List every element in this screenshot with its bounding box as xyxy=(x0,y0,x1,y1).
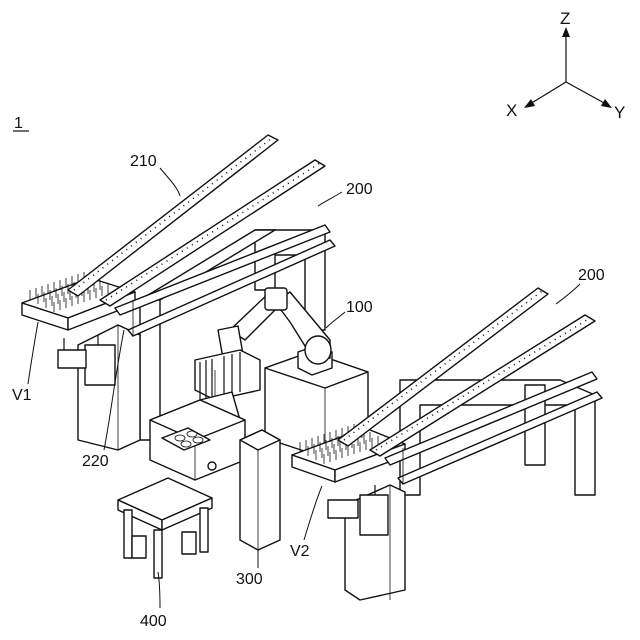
rack-unit-right xyxy=(292,288,602,600)
label-rail-210: 210 xyxy=(130,153,157,170)
label-rack-frame-220: 220 xyxy=(82,453,109,470)
work-table-300 xyxy=(150,400,280,550)
axis-z-label: Z xyxy=(560,9,570,28)
label-rack-unit-left-200: 200 xyxy=(346,181,373,198)
figure-number-text: 1 xyxy=(14,115,23,132)
axis-x-label: X xyxy=(506,101,517,120)
label-vessel-v1: V1 xyxy=(12,387,32,404)
stand-400 xyxy=(118,478,212,578)
label-work-table-300: 300 xyxy=(236,571,263,588)
figure-number: 1 xyxy=(13,115,29,132)
axes-indicator: Z X Y xyxy=(506,9,625,122)
label-stand-400: 400 xyxy=(140,613,167,630)
label-rack-unit-right-200: 200 xyxy=(578,267,605,284)
label-vessel-v2: V2 xyxy=(290,543,310,560)
label-robot-100: 100 xyxy=(346,299,373,316)
axis-y-label: Y xyxy=(614,103,625,122)
